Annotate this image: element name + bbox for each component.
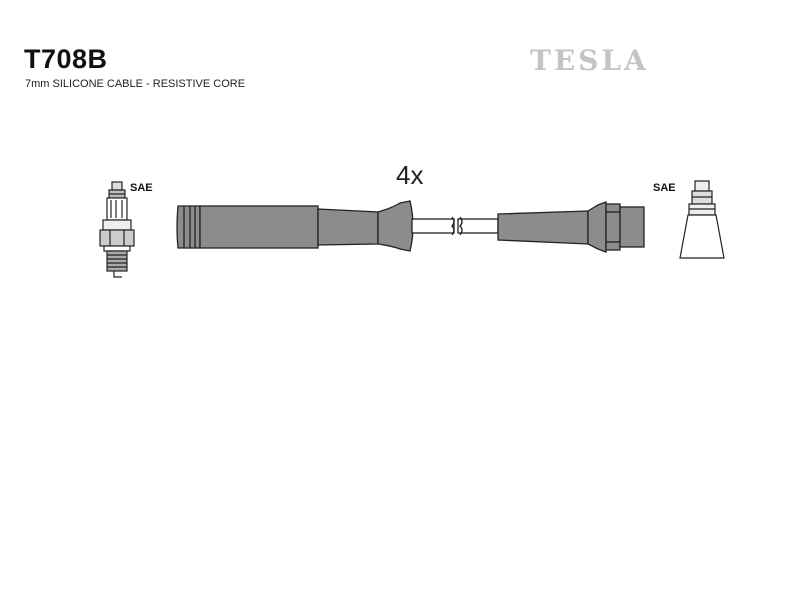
coil-boot (497, 201, 645, 253)
right-connector-label: SAE (653, 182, 676, 194)
brand-logo: TESLA (530, 44, 649, 77)
cable-description: 7mm SILICONE CABLE - RESISTIVE CORE (25, 78, 246, 90)
part-number: T708B (24, 44, 108, 74)
spark-plug-icon (99, 181, 135, 278)
cable (411, 216, 499, 236)
quantity-label: 4x (396, 160, 424, 190)
coil-connector-icon (679, 180, 725, 259)
left-connector-label: SAE (130, 182, 153, 194)
plug-boot (176, 200, 414, 252)
